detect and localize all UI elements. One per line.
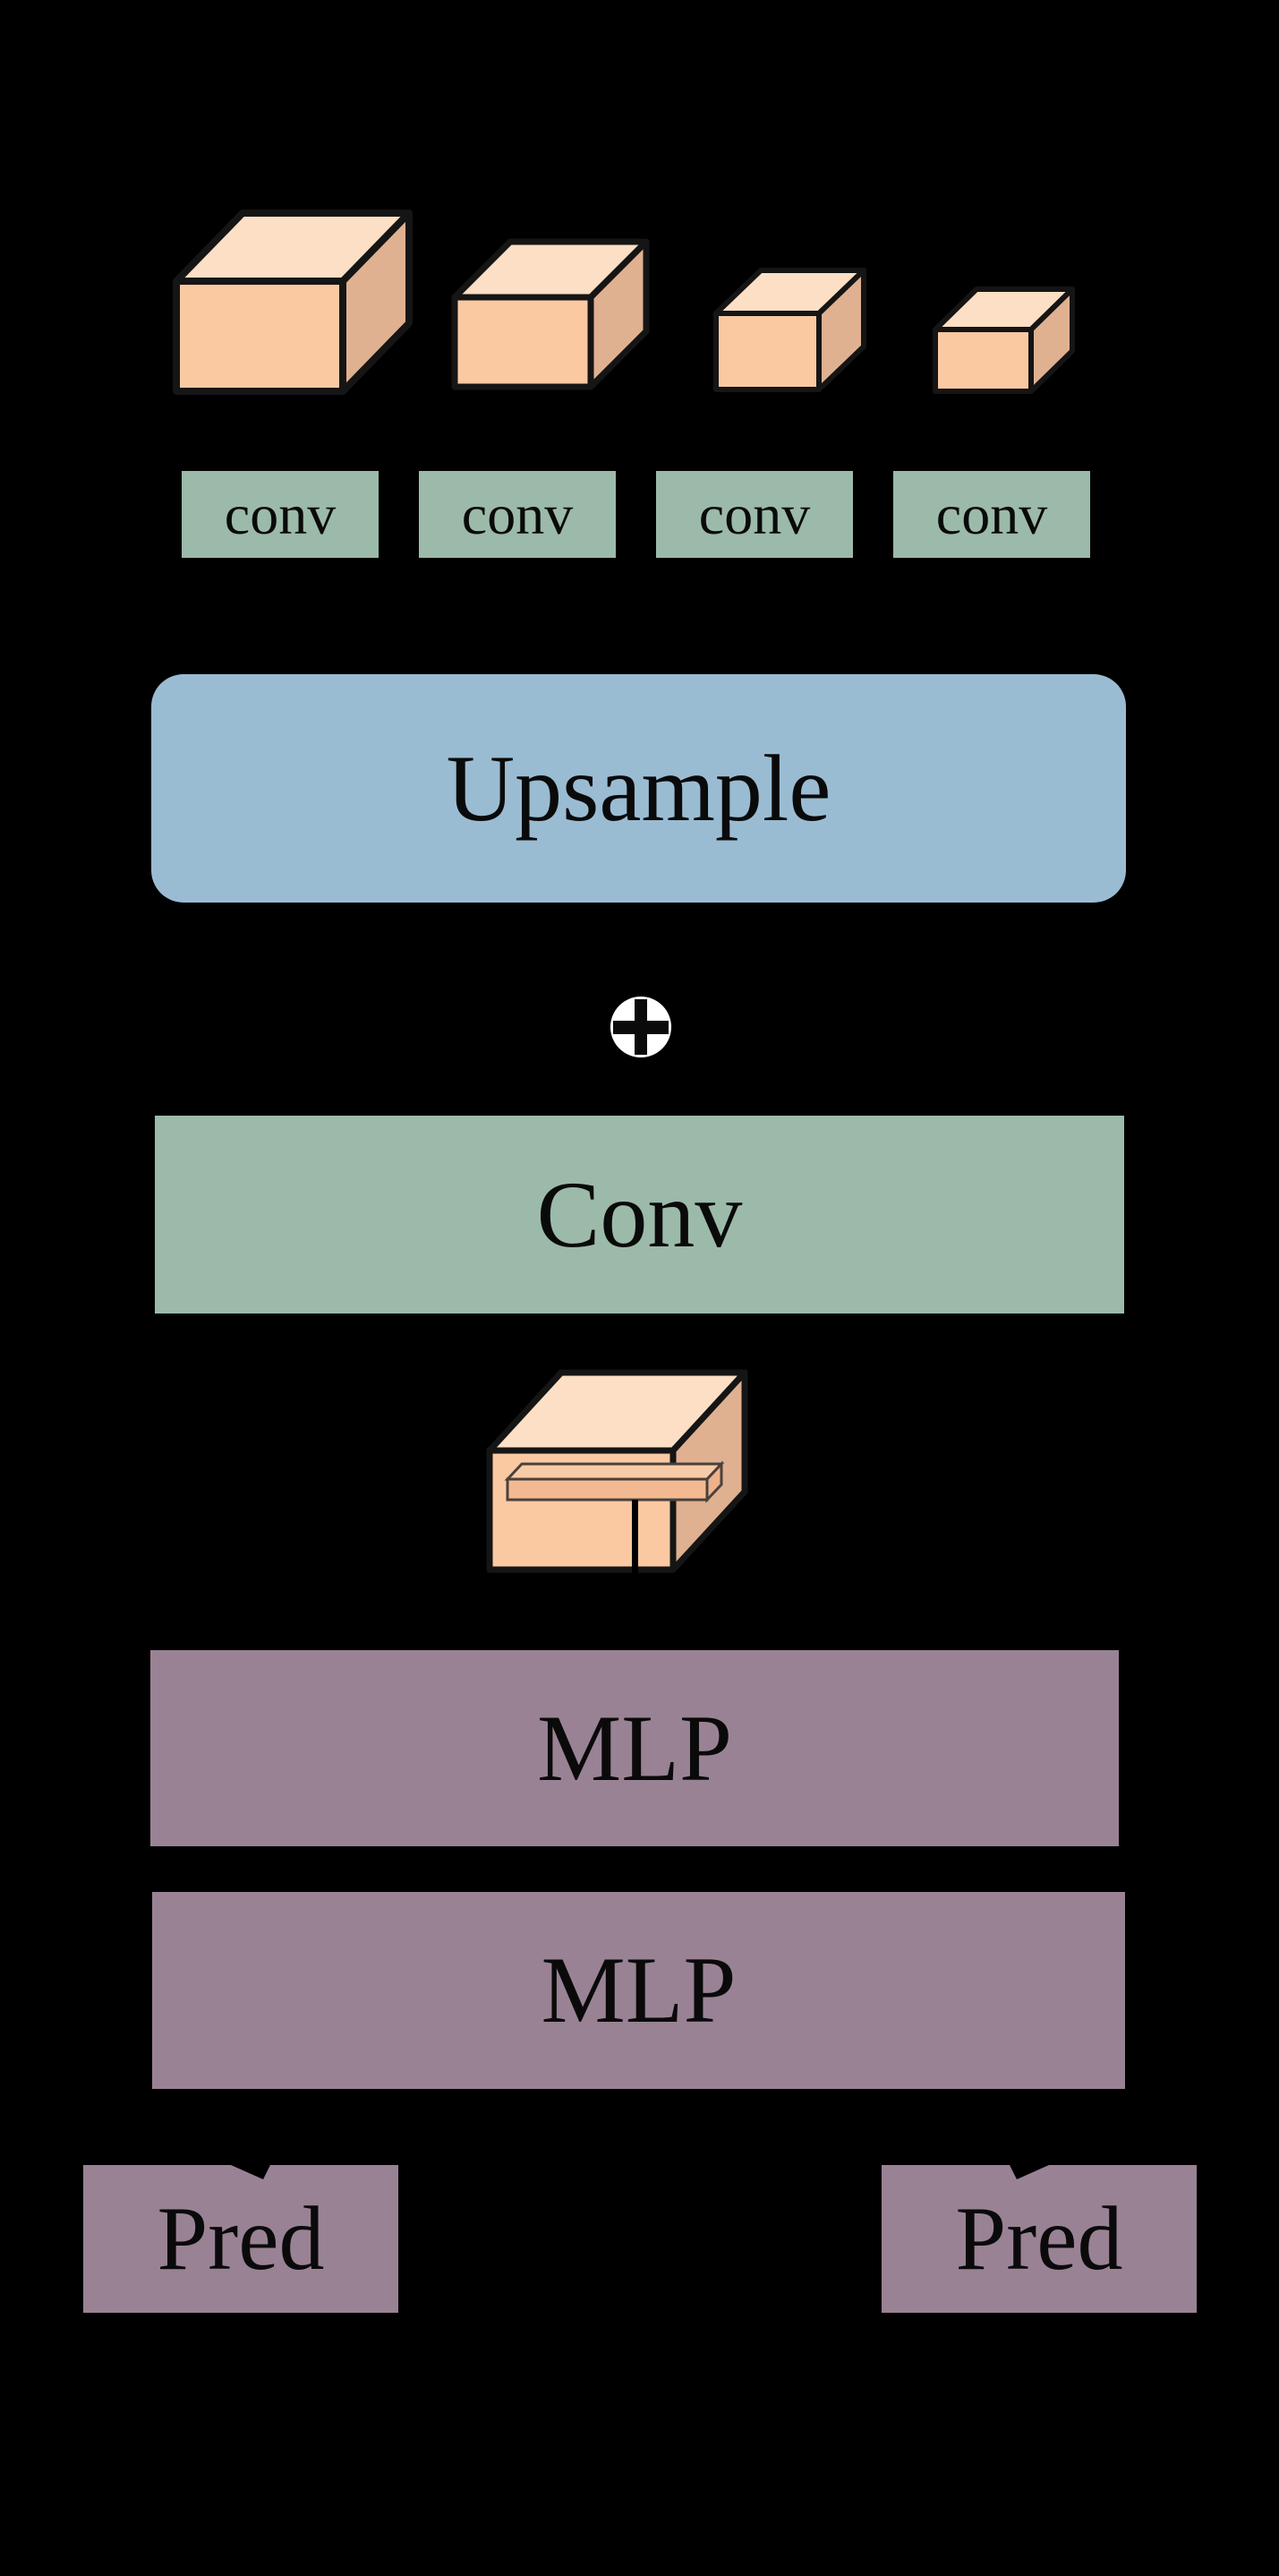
conv-block-scale2: conv — [419, 471, 616, 558]
add-icon — [610, 997, 671, 1057]
fused-feature-map-box — [486, 1369, 748, 1581]
inner-slab-front-face — [506, 1477, 709, 1502]
conv-fusion-label: Conv — [536, 1161, 743, 1267]
inner-slab-side-face — [705, 1460, 723, 1503]
feature-map-box-3-front-face — [713, 311, 822, 392]
pred-head-right: Pred — [882, 2165, 1197, 2313]
feature-map-box-3-side-face — [816, 268, 866, 392]
pred-head-right-label: Pred — [955, 2187, 1123, 2289]
feature-map-box-1-side-face — [339, 210, 413, 395]
add-icon-vbar — [635, 999, 647, 1055]
conv-block-scale3-label: conv — [698, 482, 811, 546]
conv-block-scale3: conv — [656, 471, 853, 558]
upsample-label: Upsample — [446, 735, 831, 841]
feature-map-box-2 — [451, 238, 650, 390]
conv-block-scale1: conv — [182, 471, 379, 558]
feature-map-box-3 — [713, 268, 866, 392]
mlp-block-1-label: MLP — [537, 1695, 732, 1801]
slab-connector-line — [632, 1500, 638, 1581]
fused-box-side-face — [669, 1369, 748, 1573]
inner-slab-top-face — [504, 1462, 725, 1481]
add-icon-circle — [610, 997, 671, 1057]
feature-map-box-1-top-face — [173, 210, 413, 285]
add-icon-hbar — [613, 1021, 669, 1034]
conv-block-scale1-label: conv — [224, 482, 337, 546]
upsample-block: Upsample — [151, 674, 1126, 903]
pred-head-left-label: Pred — [157, 2187, 325, 2289]
mlp-block-2: MLP — [152, 1892, 1125, 2089]
feature-map-box-2-top-face — [451, 238, 650, 301]
feature-map-box-2-side-face — [587, 238, 650, 390]
conv-block-scale2-label: conv — [461, 482, 574, 546]
conv-fusion-block: Conv — [155, 1116, 1124, 1314]
feature-map-box-4 — [933, 287, 1075, 394]
feature-map-box-4-top-face — [933, 287, 1075, 332]
conv-block-scale4: conv — [893, 471, 1090, 558]
conv-block-scale4-label: conv — [935, 482, 1048, 546]
mlp-block-2-label: MLP — [541, 1938, 737, 2042]
feature-map-box-4-front-face — [933, 327, 1034, 394]
pred-head-left: Pred — [83, 2165, 398, 2313]
fused-box-top-face — [486, 1369, 748, 1454]
feature-map-box-1 — [173, 210, 413, 395]
mlp-block-1: MLP — [150, 1650, 1119, 1846]
feature-map-box-1-front-face — [173, 278, 346, 395]
feature-map-box-2-front-face — [451, 294, 594, 390]
feature-map-box-4-side-face — [1028, 287, 1075, 394]
feature-map-box-3-top-face — [713, 268, 866, 316]
fused-box-front-face — [486, 1447, 677, 1573]
